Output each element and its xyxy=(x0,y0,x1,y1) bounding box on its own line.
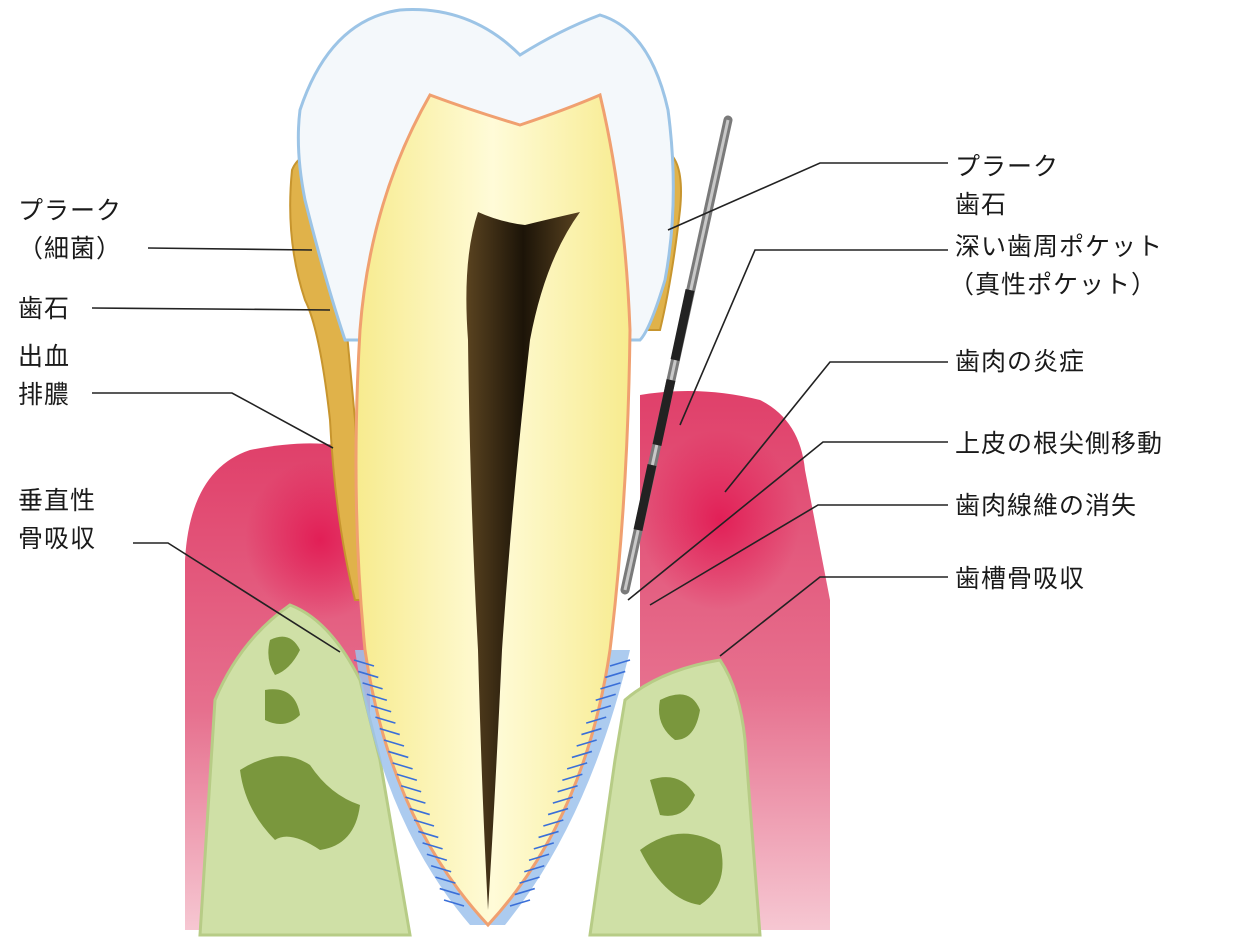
label-vertical-resorption: 垂直性 骨吸収 xyxy=(18,482,96,558)
label-epithelium-migration: 上皮の根尖側移動 xyxy=(955,425,1163,463)
label-bleeding: 出血 排膿 xyxy=(18,338,70,414)
label-plaque-line2: （細菌） xyxy=(18,230,122,268)
leader-line xyxy=(92,308,330,310)
label-plaque-line1: プラーク xyxy=(18,192,122,230)
leader-line xyxy=(92,393,333,448)
label-deep-pocket-line1: 深い歯周ポケット xyxy=(955,228,1163,266)
label-vertical-resorption-line2: 骨吸収 xyxy=(18,520,96,558)
label-vertical-resorption-line1: 垂直性 xyxy=(18,482,96,520)
label-plaque-calculus-line1: プラーク xyxy=(955,148,1059,186)
label-alveolar-resorption: 歯槽骨吸収 xyxy=(955,560,1085,598)
label-plaque: プラーク （細菌） xyxy=(18,192,122,268)
label-deep-pocket: 深い歯周ポケット （真性ポケット） xyxy=(955,228,1163,304)
label-plaque-calculus-line2: 歯石 xyxy=(955,186,1059,224)
label-deep-pocket-line2: （真性ポケット） xyxy=(949,266,1163,304)
label-bleeding-line1: 出血 xyxy=(18,338,70,376)
label-calculus-left: 歯石 xyxy=(18,290,70,328)
label-fiber-loss: 歯肉線維の消失 xyxy=(955,487,1137,525)
leader-line xyxy=(148,248,312,250)
inflamed-gum-right xyxy=(640,430,800,610)
label-bleeding-line2: 排膿 xyxy=(18,376,70,414)
label-plaque-calculus: プラーク 歯石 xyxy=(955,148,1059,224)
label-gingival-inflammation: 歯肉の炎症 xyxy=(955,343,1085,381)
